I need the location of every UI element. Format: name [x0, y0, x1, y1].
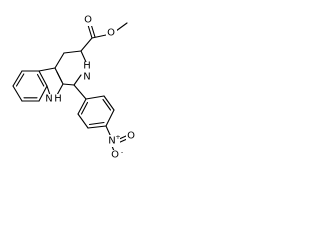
bond-double-inner	[102, 98, 112, 111]
bond	[87, 125, 107, 129]
bond	[62, 83, 75, 86]
atom-labels: O O H N N H N + O O -	[45, 15, 136, 161]
bond	[77, 98, 87, 115]
bond	[80, 50, 87, 63]
bond-double-inner	[88, 121, 105, 126]
bond	[90, 24, 96, 38]
bond	[105, 109, 115, 127]
bond-double-inner	[56, 71, 63, 83]
bond	[77, 113, 89, 129]
nitro-oxygen-label: O	[127, 131, 135, 142]
bond	[12, 70, 23, 87]
bond-double-inner	[15, 73, 25, 87]
bond	[85, 95, 105, 100]
nitro-nitrogen-label: N	[108, 136, 115, 147]
bonds	[12, 22, 128, 152]
bond	[38, 70, 48, 87]
carbonyl-oxygen-label: O	[84, 15, 92, 26]
bond	[91, 34, 107, 39]
bond	[12, 85, 23, 102]
bond	[63, 50, 82, 54]
bond	[56, 83, 64, 96]
bond	[46, 85, 51, 96]
nitro-oxide-oxygen-label: O	[111, 150, 119, 161]
ether-oxygen-label: O	[107, 28, 115, 39]
ring-nitrogen-label: N	[83, 72, 90, 83]
bond	[87, 24, 93, 39]
ring-nitrogen-label: H	[83, 61, 91, 72]
chemical-structure-diagram: O O H N N H N + O O -	[12, 15, 136, 161]
bond	[80, 37, 93, 52]
bond	[38, 67, 56, 72]
bond	[54, 52, 65, 69]
bond	[73, 74, 82, 86]
bond	[38, 85, 48, 102]
bond	[115, 22, 128, 32]
nitro-positive-charge: +	[115, 133, 120, 141]
bond-double-inner	[36, 73, 45, 87]
bond-double-inner	[80, 101, 89, 115]
indole-hydrogen-label: H	[54, 94, 62, 105]
bond	[73, 84, 87, 100]
bond	[103, 95, 115, 111]
indole-nitrogen-label: N	[45, 94, 52, 105]
nitro-negative-charge: -	[121, 148, 124, 156]
